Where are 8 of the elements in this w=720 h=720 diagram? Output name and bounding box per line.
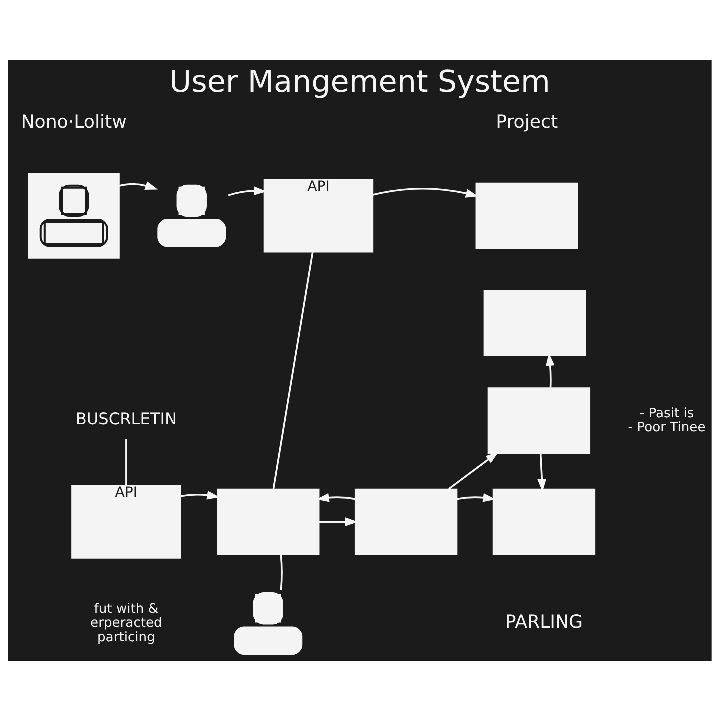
node-text: BUSCRLETIN <box>76 409 178 428</box>
node-label: fut with & erperacted particing <box>90 602 162 645</box>
node-label: - Pasit is <box>640 406 694 421</box>
label: PARLING <box>505 612 584 633</box>
node-label: - Poor Tinee <box>628 420 706 435</box>
diagram-title: User Mangement System <box>170 64 550 100</box>
label: Nono·Lolitw <box>21 111 127 132</box>
label: Project <box>496 111 558 132</box>
